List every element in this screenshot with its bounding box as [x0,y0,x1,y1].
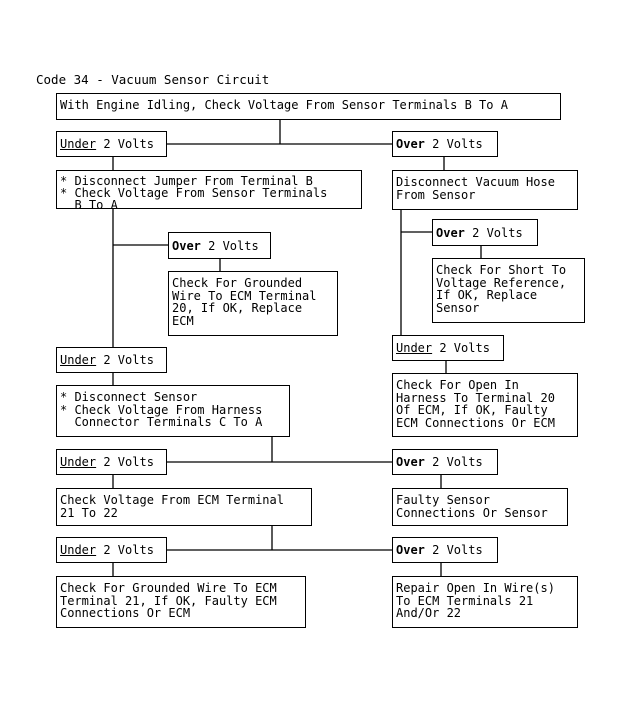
faulty-sensor-step: Faulty Sensor Connections Or Sensor [392,488,568,526]
condition-value: 2 Volts [96,455,154,469]
condition-value: 2 Volts [96,353,154,367]
decision-over-volts: Over 2 Volts [392,131,498,157]
decision-over-volts: Over 2 Volts [392,537,498,563]
condition-keyword: Over [172,238,201,253]
condition-value: 2 Volts [424,455,483,469]
disconnect-sensor-step: * Disconnect Sensor * Check Voltage From… [56,385,290,437]
condition-keyword: Under [60,353,97,367]
check-short-step: Check For Short To Voltage Reference, If… [432,258,585,323]
check-open-terminal-20-step: Check For Open In Harness To Terminal 20… [392,373,578,437]
check-voltage-ecm-step: Check Voltage From ECM Terminal 21 To 22 [56,488,312,526]
start-step: With Engine Idling, Check Voltage From S… [56,93,561,120]
condition-keyword: Under [396,341,433,355]
check-grounded-terminal-21-step: Check For Grounded Wire To ECM Terminal … [56,576,306,628]
condition-value: 2 Volts [424,543,483,557]
condition-keyword: Over [396,137,425,151]
decision-over-volts: Over 2 Volts [392,449,498,475]
decision-under-volts: Under 2 Volts [392,335,504,361]
decision-over-volts: Over 2 Volts [432,219,538,246]
disconnect-jumper-step: * Disconnect Jumper From Terminal B * Ch… [56,170,362,211]
disconnect-hose-step: Disconnect Vacuum Hose From Sensor [392,170,578,210]
condition-keyword: Over [436,225,465,240]
condition-value: 2 Volts [424,137,483,151]
condition-value: 2 Volts [96,543,154,557]
condition-keyword: Over [396,455,425,469]
condition-value: 2 Volts [464,225,523,240]
repair-open-wire-step: Repair Open In Wire(s) To ECM Terminals … [392,576,578,628]
condition-value: 2 Volts [432,341,490,355]
decision-over-volts: Over 2 Volts [168,232,271,259]
decision-under-volts: Under 2 Volts [56,131,167,157]
decision-under-volts: Under 2 Volts [56,449,167,475]
condition-value: 2 Volts [96,137,154,151]
check-grounded-terminal-20-step: Check For Grounded Wire To ECM Terminal … [168,271,338,336]
decision-under-volts: Under 2 Volts [56,537,167,563]
condition-keyword: Over [396,543,425,557]
decision-under-volts: Under 2 Volts [56,347,167,373]
condition-keyword: Under [60,543,97,557]
condition-keyword: Under [60,455,97,469]
diagram-title: Code 34 - Vacuum Sensor Circuit [36,72,270,87]
condition-value: 2 Volts [200,238,259,253]
condition-keyword: Under [60,137,97,151]
